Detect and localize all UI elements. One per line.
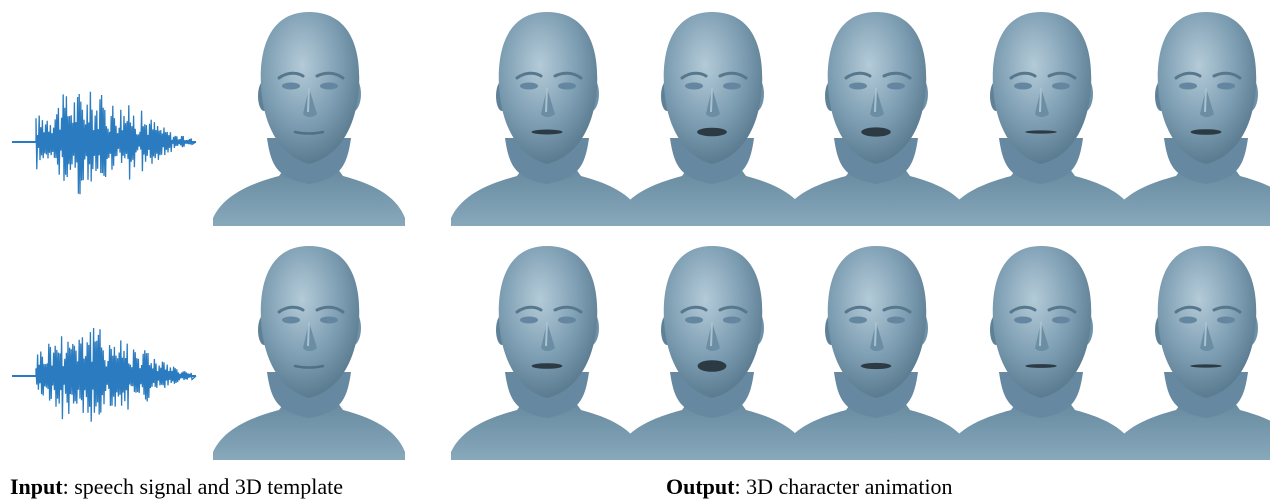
output-frame-head — [778, 244, 974, 462]
output-frame-head — [614, 244, 810, 462]
output-frame-head — [1108, 244, 1270, 462]
output-frame-head — [943, 244, 1139, 462]
speech-waveform — [12, 91, 197, 195]
output-caption-text: : 3D character animation — [734, 474, 953, 499]
output-frame-head — [449, 10, 645, 228]
output-frame-head — [449, 244, 645, 462]
output-frame-head — [943, 10, 1139, 228]
template-head-older-male — [211, 10, 407, 228]
output-caption-label: Output — [666, 474, 735, 499]
input-caption: Input: speech signal and 3D template — [10, 474, 343, 500]
output-frame-head — [778, 10, 974, 228]
input-caption-label: Input — [10, 474, 63, 499]
template-head-young-male — [211, 244, 407, 462]
input-caption-text: : speech signal and 3D template — [62, 474, 344, 499]
output-caption: Output: 3D character animation — [666, 474, 953, 500]
output-frame-head — [614, 10, 810, 228]
output-frame-head — [1108, 10, 1270, 228]
speech-waveform — [12, 327, 197, 422]
